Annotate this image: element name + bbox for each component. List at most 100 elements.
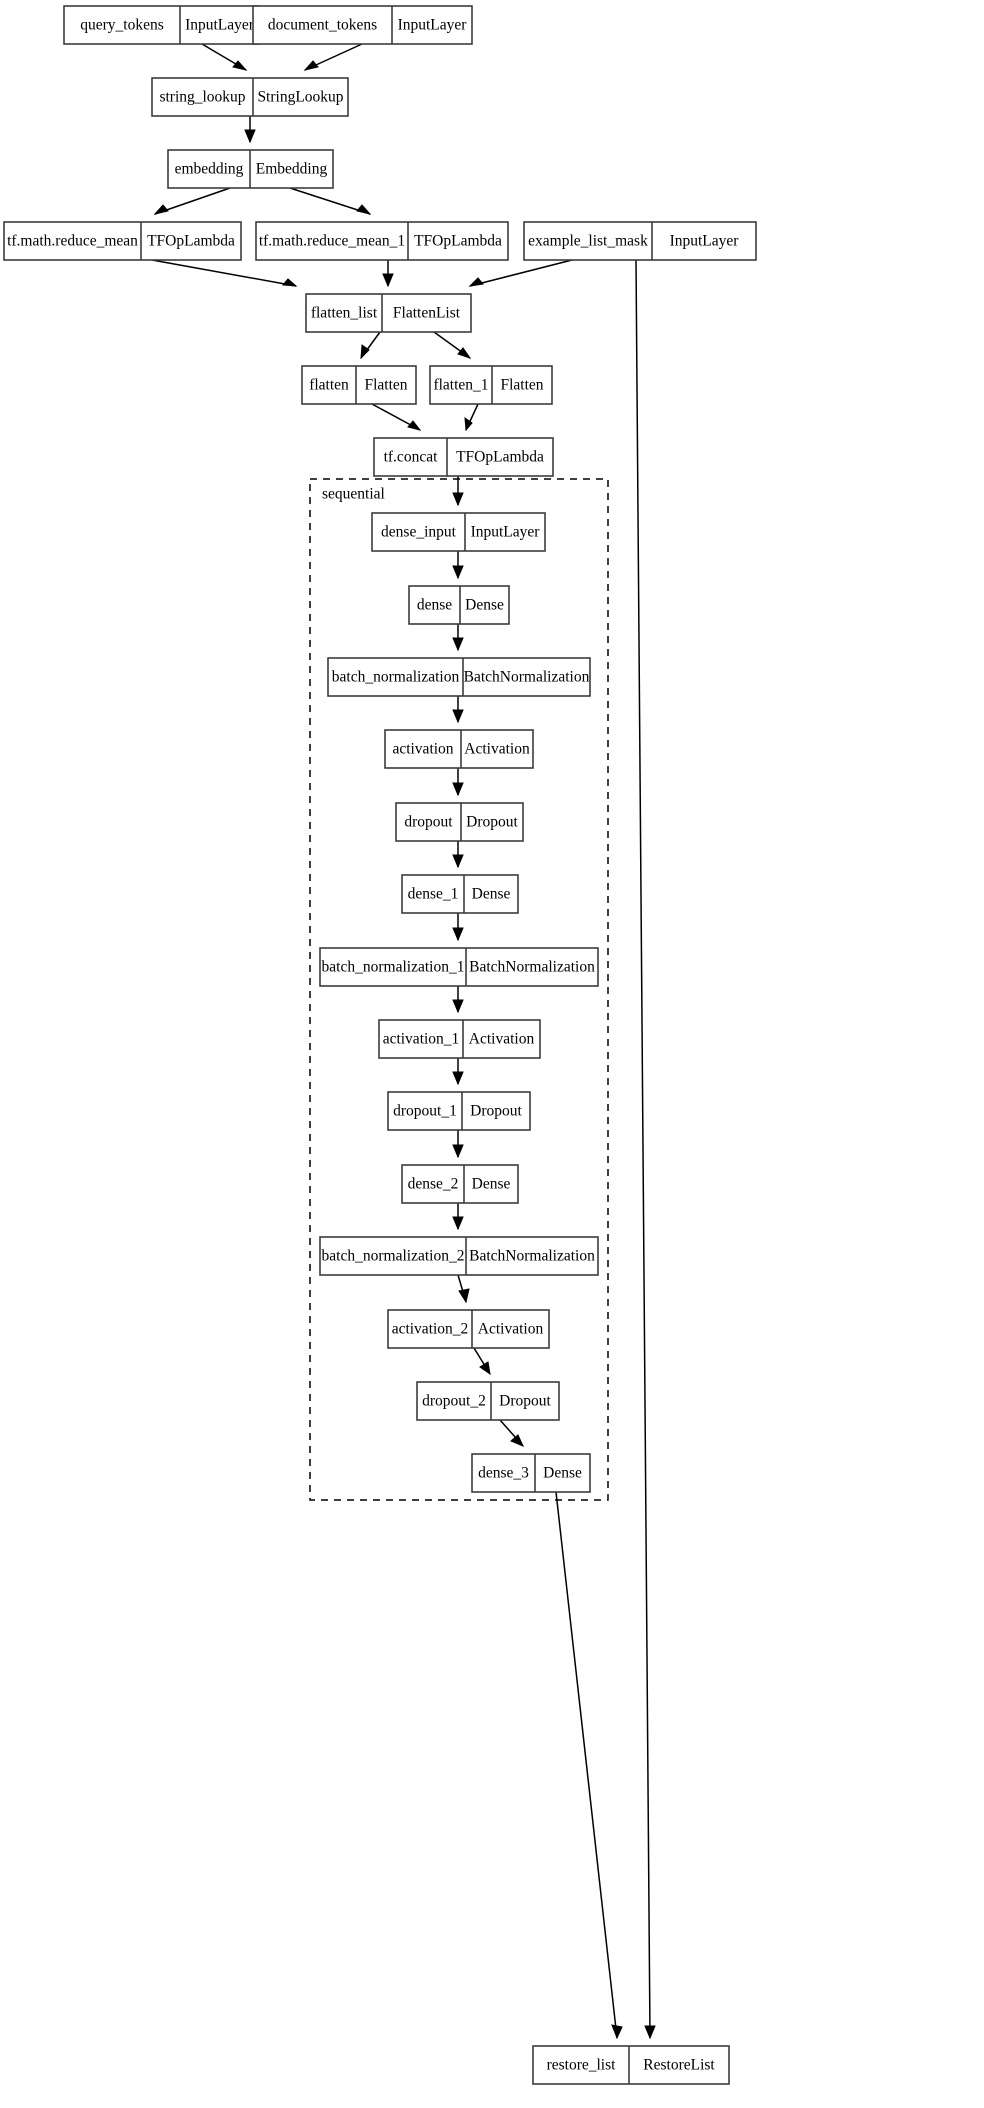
node-name-label: document_tokens xyxy=(268,17,377,34)
node-type-label: Activation xyxy=(464,741,530,758)
arrowhead-icon xyxy=(468,277,484,287)
node-border xyxy=(305,293,472,333)
node-name-label: dense_3 xyxy=(478,1465,529,1482)
node-name-label: string_lookup xyxy=(159,89,245,106)
edge-line xyxy=(151,259,297,287)
node-border xyxy=(387,1309,550,1349)
node-type-label: Dropout xyxy=(470,1103,522,1120)
node-name-label: batch_normalization_2 xyxy=(322,1248,465,1265)
node-border xyxy=(319,1236,599,1276)
edge-embedding-to-reduce_mean_1 xyxy=(289,187,372,215)
edge-concat-to-dense_input xyxy=(452,476,464,507)
node-type-label: InputLayer xyxy=(670,233,740,250)
node-border xyxy=(319,947,599,987)
arrowhead-icon xyxy=(452,637,464,652)
edge-dense_input-to-dense xyxy=(452,551,464,580)
node-border xyxy=(3,221,242,261)
node-activation_1[interactable]: activation_1 Activation xyxy=(378,1019,541,1059)
node-type-label: BatchNormalization xyxy=(469,959,595,976)
node-flatten_1[interactable]: flatten_1 Flatten xyxy=(429,365,553,405)
node-name-label: dense xyxy=(417,597,452,614)
arrowhead-icon xyxy=(452,927,464,942)
node-border xyxy=(373,437,554,477)
edge-reduce_mean-to-flatten_list xyxy=(151,259,298,287)
arrowhead-icon xyxy=(611,2024,623,2040)
node-border xyxy=(401,874,519,914)
node-type-label: Flatten xyxy=(500,377,543,394)
node-border xyxy=(387,1091,531,1131)
node-border xyxy=(429,365,553,405)
node-activation_2[interactable]: activation_2 Activation xyxy=(387,1309,550,1349)
node-name-label: flatten_1 xyxy=(433,377,488,394)
arrowhead-icon xyxy=(452,492,464,507)
edge-dropout_2-to-dense_3 xyxy=(499,1419,524,1447)
node-border xyxy=(301,365,417,405)
arrowhead-icon xyxy=(244,129,256,144)
cluster-layer: sequential xyxy=(309,478,609,1501)
edge-activation_2-to-dropout_2 xyxy=(473,1347,491,1376)
node-type-label: Dense xyxy=(543,1465,582,1482)
edge-example_list_mask-to-flatten_list xyxy=(468,259,573,287)
node-name-label: activation xyxy=(392,741,453,758)
node-name-label: tf.concat xyxy=(384,449,438,466)
arrowhead-icon xyxy=(356,204,372,215)
edge-line xyxy=(635,259,651,2039)
arrowhead-icon xyxy=(382,273,394,288)
node-type-label: Embedding xyxy=(256,161,328,178)
node-border xyxy=(252,5,473,45)
node-dense_3[interactable]: dense_3 Dense xyxy=(471,1453,591,1493)
arrowhead-icon xyxy=(464,416,473,432)
node-type-label: Activation xyxy=(469,1031,535,1048)
node-name-label: batch_normalization_1 xyxy=(322,959,465,976)
edge-dense_1-to-batch_normalization_1 xyxy=(452,913,464,942)
edge-reduce_mean_1-to-flatten_list xyxy=(382,260,394,288)
node-border xyxy=(378,1019,541,1059)
cluster-sequential: sequential xyxy=(309,478,609,1501)
arrowhead-icon xyxy=(407,420,422,431)
node-name-label: dense_input xyxy=(381,524,457,541)
node-name-label: flatten_list xyxy=(311,305,378,322)
edge-dense_2-to-batch_normalization_2 xyxy=(452,1203,464,1231)
arrowhead-icon xyxy=(452,709,464,724)
node-border xyxy=(532,2045,730,2085)
node-name-label: activation_2 xyxy=(392,1321,469,1338)
node-type-label: BatchNormalization xyxy=(469,1248,595,1265)
node-activation[interactable]: activation Activation xyxy=(384,729,534,769)
edge-line xyxy=(555,1491,618,2039)
node-type-label: TFOpLambda xyxy=(414,233,502,250)
cluster-border xyxy=(309,478,609,1501)
arrowhead-icon xyxy=(452,854,464,869)
node-type-label: Dropout xyxy=(499,1393,551,1410)
node-name-label: activation_1 xyxy=(383,1031,460,1048)
edge-dropout-to-dense_1 xyxy=(452,841,464,869)
node-type-label: Activation xyxy=(478,1321,544,1338)
node-type-label: Dense xyxy=(472,886,511,903)
arrowhead-icon xyxy=(232,60,248,71)
node-border xyxy=(416,1381,560,1421)
node-type-label: Dropout xyxy=(466,814,518,831)
edge-dropout_1-to-dense_2 xyxy=(452,1130,464,1159)
